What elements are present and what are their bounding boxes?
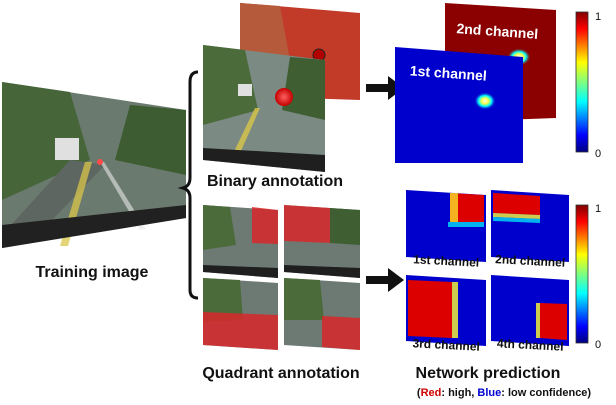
binary-channel-1-label: 1st channel [409,62,487,83]
binary-annotation-label: Binary annotation [207,173,343,190]
quadrant-annotation-4 [284,278,360,350]
colorbar-top-min: 0 [595,148,601,160]
quadrant-annotation-3 [203,278,278,350]
prediction-channel-3-label: 3rd channel [412,336,480,354]
legend-blue: Blue [477,387,501,399]
binary-channel-2-label: 2nd channel [456,20,539,42]
quadrant-annotation-2 [284,205,360,278]
prediction-channel-4-label: 4th channel [497,336,564,353]
prediction-heatmap-3 [406,275,486,346]
legend-mid: : high, [441,387,477,399]
arrow-quadrant [366,268,404,292]
prediction-heatmap-2 [491,190,569,262]
network-prediction-label: Network prediction [416,365,561,382]
prediction-channel-2-label: 2nd channel [495,252,566,270]
quadrant-annotation-label: Quadrant annotation [202,365,359,382]
prediction-heatmap-1 [406,190,486,262]
colorbar-bottom-max: 1 [595,203,601,215]
training-image-label: Training image [36,264,149,281]
legend-red: Red [421,387,442,399]
training-image [2,82,186,248]
prediction-heatmap-4 [491,275,569,346]
heatmap-1st-channel [395,47,523,163]
colorbar-bottom-min: 0 [595,339,601,351]
legend-open: ( [417,387,421,399]
quadrant-annotation-1 [203,205,278,278]
brace-connector [177,70,199,300]
colorbar-top-max: 1 [595,11,601,23]
prediction-channel-1-label: 1st channel [413,252,480,269]
confidence-legend: (Red: high, Blue: low confidence) [417,387,592,399]
legend-end: : low confidence) [501,387,591,399]
colorbar-top [575,11,589,153]
binary-annotation-front [203,45,325,172]
colorbar-bottom [575,204,589,344]
